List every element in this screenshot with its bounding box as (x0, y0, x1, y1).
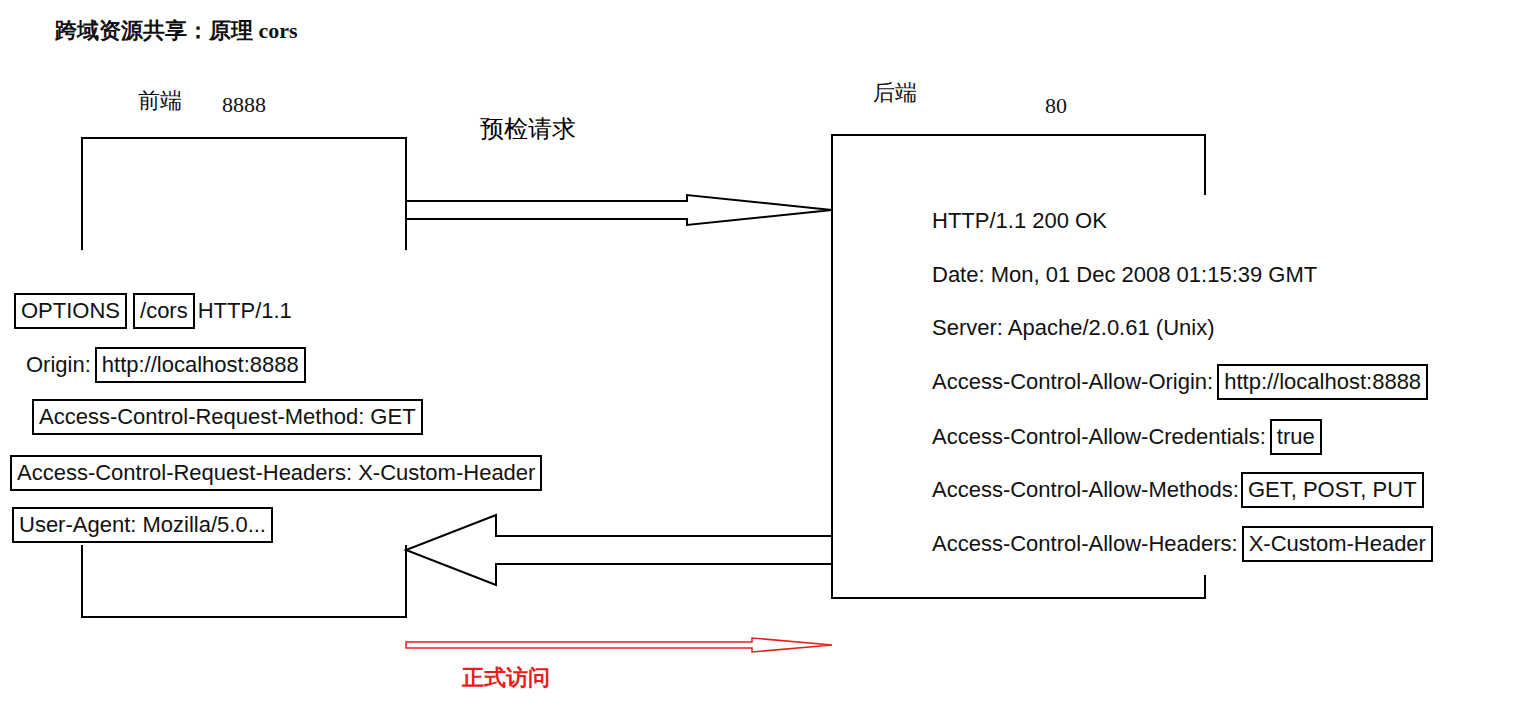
header-line-box: User-Agent: Mozilla/5.0... (12, 507, 273, 543)
backend-box: http://localhost:8888trueGET, POST, PUTX… (832, 135, 1205, 598)
box-text: http://localhost:8888 (102, 352, 299, 377)
header-value-box: GET, POST, PUT (1241, 472, 1424, 508)
edge-label: 正式访问 (460, 662, 552, 694)
box-text: http://localhost:8888 (1224, 369, 1421, 394)
box-text: GET, POST, PUT (1248, 477, 1417, 502)
header-name: Access-Control-Allow-Methods: (932, 476, 1239, 504)
frontend-box: OPTIONS/corshttp://localhost:8888Access-… (82, 138, 406, 617)
response-arrow (406, 515, 832, 585)
box-text: Access-Control-Request-Headers: X-Custom… (17, 460, 535, 485)
header-line: Server: Apache/2.0.61 (Unix) (932, 314, 1214, 342)
box-text: User-Agent: Mozilla/5.0... (19, 512, 266, 537)
header-value-box: true (1270, 419, 1322, 455)
box-outline (832, 135, 1205, 598)
header-name: Access-Control-Allow-Origin: (932, 368, 1213, 396)
header-value-box: X-Custom-Header (1242, 526, 1433, 562)
status-line: HTTP/1.1 200 OK (932, 207, 1107, 235)
header-name: Origin: (26, 351, 91, 379)
path-box: /cors (133, 293, 195, 329)
backend-heading: 后端 (873, 78, 917, 108)
port-number: 8888 (222, 90, 266, 120)
box-outline (82, 138, 406, 617)
box-text: true (1277, 424, 1315, 449)
edge-label: 预检请求 (478, 113, 578, 145)
box-outline (82, 138, 406, 617)
method-box: OPTIONS (14, 293, 127, 329)
header-line-box: Access-Control-Request-Headers: X-Custom… (10, 455, 542, 491)
box-text: /cors (140, 298, 188, 323)
origin-value-box: http://localhost:8888 (95, 347, 306, 383)
header-line: Date: Mon, 01 Dec 2008 01:15:39 GMT (932, 261, 1317, 289)
protocol-text: HTTP/1.1 (198, 297, 292, 325)
header-line-box: Access-Control-Request-Method: GET (32, 399, 423, 435)
header-value-box: http://localhost:8888 (1217, 364, 1428, 400)
port-number: 80 (1045, 91, 1067, 121)
box-text: Access-Control-Request-Method: GET (39, 404, 416, 429)
box-outline (832, 135, 1205, 598)
box-text: OPTIONS (21, 298, 120, 323)
header-name: Access-Control-Allow-Headers: (932, 530, 1238, 558)
formal-request-arrow (406, 638, 832, 652)
page-title: 跨域资源共享：原理 cors (55, 16, 298, 46)
preflight-arrow (406, 195, 832, 225)
frontend-heading: 前端 (138, 86, 182, 116)
header-name: Access-Control-Allow-Credentials: (932, 423, 1266, 451)
box-text: X-Custom-Header (1249, 531, 1426, 556)
